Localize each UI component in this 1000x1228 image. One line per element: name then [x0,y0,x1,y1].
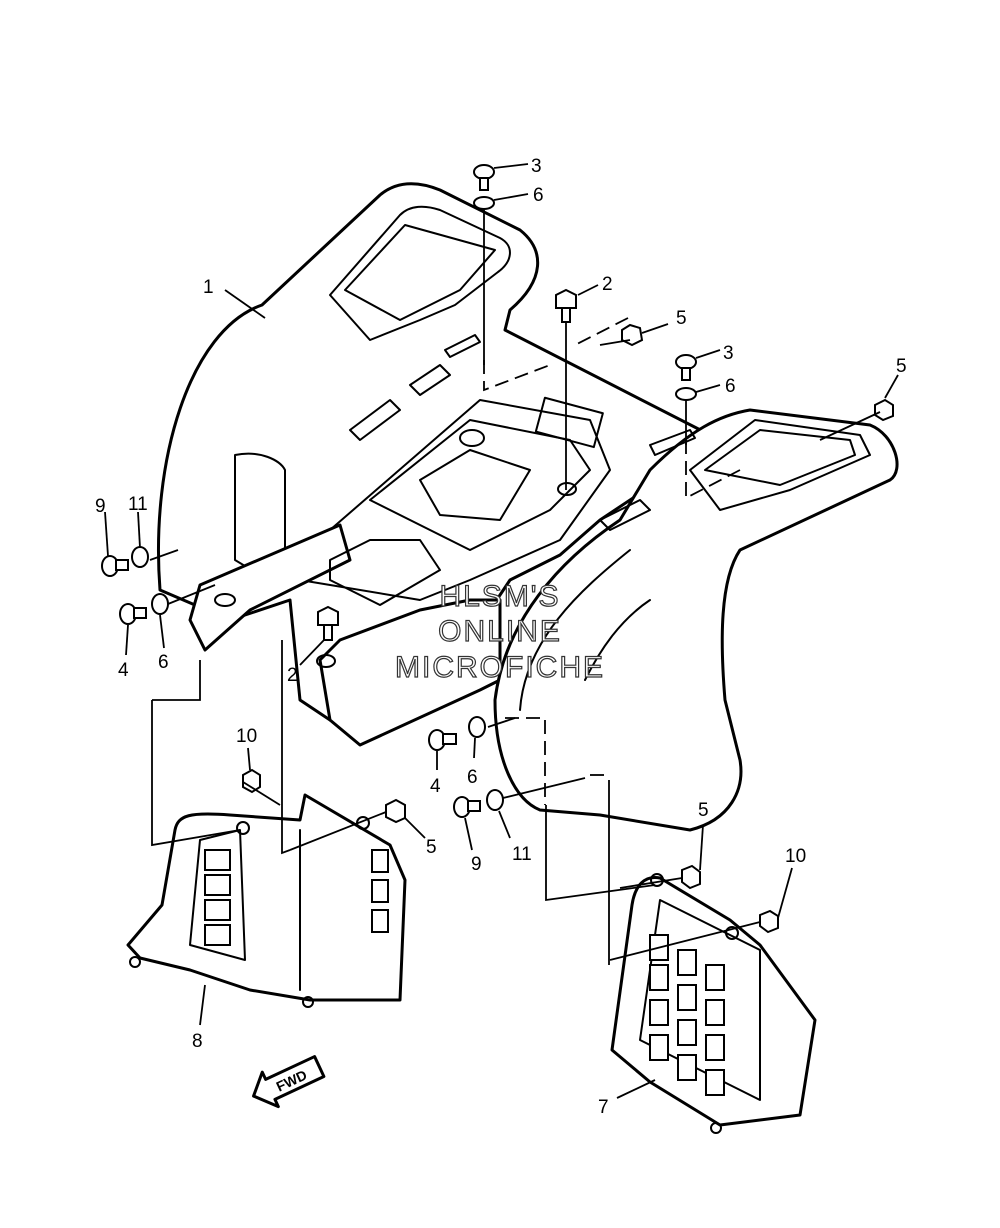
nut-5-left-cover-icon [385,798,406,824]
washer-6-top-icon [473,196,495,210]
forward-direction-arrow: FWD [252,1055,326,1109]
callout-10-left: 10 [236,726,257,747]
nut-5-right-cover-icon [681,864,701,890]
screw-4-right-icon [428,729,457,751]
callout-11-right: 11 [512,844,532,865]
bolt-2-center-icon [317,605,339,641]
callout-6-right: 6 [725,376,736,397]
callout-5-far-right: 5 [896,356,907,377]
bolt-9-right-icon [453,796,481,818]
hardware-fasteners [101,164,894,934]
right-side-cover-part-7 [610,873,817,1134]
callout-5-left-cover: 5 [426,837,437,858]
callout-6-left: 6 [158,652,169,673]
callout-4-left: 4 [118,660,129,681]
callout-9-right: 9 [471,854,482,875]
bolt-9-left-icon [101,555,129,577]
callout-5-top: 5 [676,308,687,329]
washer-11-left-icon [131,546,149,568]
nut-5-top-icon [621,323,644,347]
callout-labels: 1 2 2 3 3 4 4 5 5 5 5 6 6 6 6 7 8 9 9 10… [95,156,907,1118]
leader-lines [104,163,899,1099]
callout-9-left: 9 [95,496,106,517]
washer-6-right-lower-icon [468,716,486,738]
washer-6-right-icon [675,387,697,401]
callout-6-top: 6 [533,185,544,206]
callout-7: 7 [598,1097,609,1118]
callout-2-top: 2 [602,274,613,295]
callout-2-center: 2 [287,665,298,686]
callout-5-right-cover: 5 [698,800,709,821]
callout-3-right: 3 [723,343,734,364]
nut-10-left-icon [242,768,261,794]
left-side-cover-part-8 [126,793,407,1008]
callout-1: 1 [203,277,214,298]
callout-10-right: 10 [785,846,806,867]
watermark-line-1: HLSM'S [439,580,560,613]
nut-10-right-icon [759,909,779,934]
washer-11-right-icon [486,789,504,811]
callout-6-right-lower: 6 [467,767,478,788]
watermark: HLSM'S ONLINE MICROFICHE [394,579,605,684]
callout-11-left: 11 [128,494,148,515]
watermark-line-3: MICROFICHE [395,651,605,684]
screw-3-right-icon [675,354,697,381]
nut-5-far-right-icon [874,398,894,422]
screw-3-top-icon [473,164,495,191]
rear-fender-part-1 [156,182,899,832]
washer-6-left-icon [151,593,169,615]
callout-4-right: 4 [430,776,441,797]
screw-4-left-icon [119,603,147,625]
watermark-line-2: ONLINE [438,615,562,648]
bolt-2-top-icon [555,288,577,323]
callout-3-top: 3 [531,156,542,177]
callout-8: 8 [192,1031,203,1052]
